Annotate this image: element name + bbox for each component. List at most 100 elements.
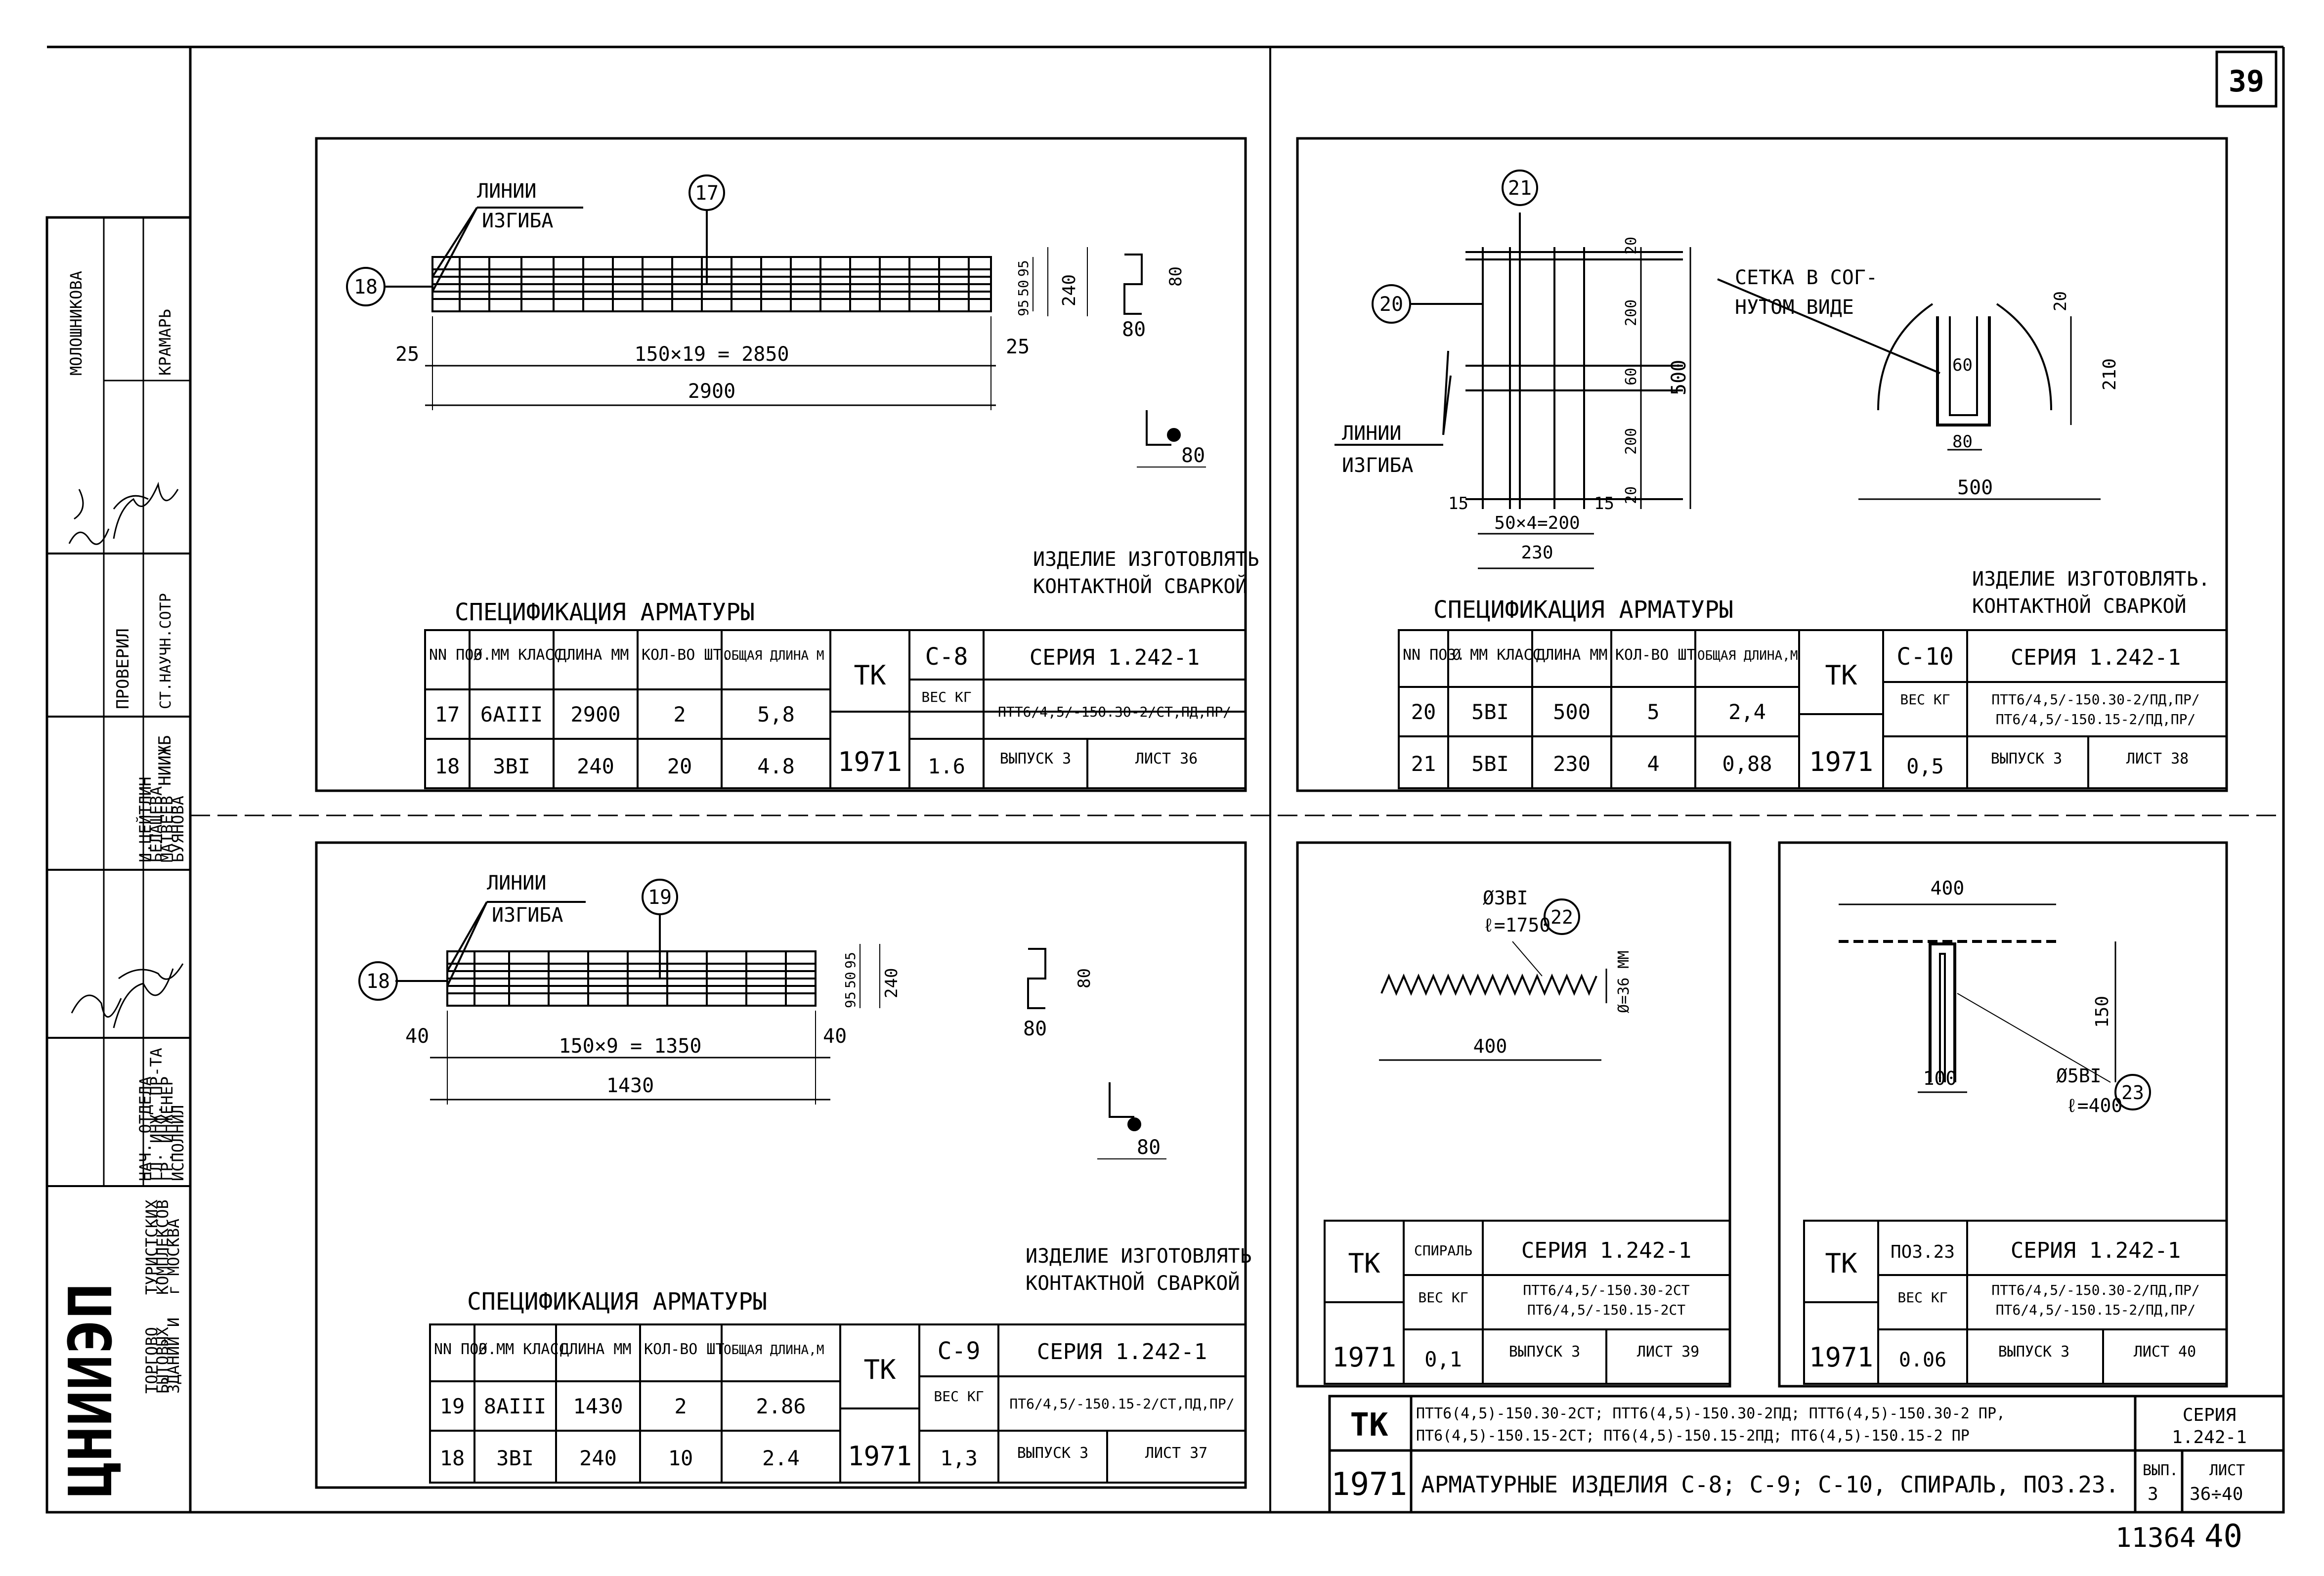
c9-pos19: 19 <box>648 886 672 909</box>
c9-dim-total: 1430 <box>606 1074 654 1097</box>
c9-th-dia: Ø ММ КЛАСС <box>478 1341 568 1358</box>
c8-bar-drawing <box>346 174 1206 468</box>
org-line-5: КОМПЛЕКСОВ <box>153 1199 172 1295</box>
title-tk: ТК <box>1350 1407 1388 1444</box>
c9-dim-right: 40 <box>823 1025 847 1048</box>
c10-spec-table: NN ПОЗ. Ø ММ КЛАСС ДЛИНА ММ КОЛ-ВО ШТ ОБ… <box>1398 629 2228 789</box>
c9-th-len: ДЛИНА ММ <box>560 1341 632 1358</box>
c10-r2-qty: 4 <box>1647 752 1659 776</box>
name-4: БУЯНОВА <box>169 796 187 862</box>
c10-issue: ВЫПУСК 3 <box>1991 750 2063 767</box>
c8-r1-total: 5,8 <box>757 702 795 726</box>
c8-dim-span: 150×19 = 2850 <box>634 343 789 366</box>
c10-mesh-label: СЕТКА В СОГ- <box>1735 266 1878 289</box>
role-3: ГР. ИНЖЕНЕР <box>158 1076 176 1181</box>
c10-r1-pos: 20 <box>1411 700 1436 724</box>
spiral-weight-label: ВЕС КГ <box>1418 1289 1468 1306</box>
c9-r1-len: 1430 <box>573 1394 623 1418</box>
c10-dim-20a: 20 <box>1623 237 1640 255</box>
c9-issue: ВЫПУСК 3 <box>1017 1445 1089 1462</box>
sheet-number: 39 <box>2229 64 2264 99</box>
c9-dim-h80: 80 <box>1075 968 1094 988</box>
check-label: ПРОВЕРИЛ <box>113 628 133 709</box>
check-role: СТ.НАУЧН.СОТР <box>157 593 174 709</box>
org-line-1: ТОРГОВО <box>142 1327 161 1394</box>
role-4: ИСПОЛНИЛ <box>169 1105 187 1181</box>
c10-dim-60: 60 <box>1623 368 1640 385</box>
c8-dim-h2: 50 <box>1015 280 1032 297</box>
panel-c10: 21 20 ЛИНИИ ИЗГИБА СЕТКА В СОГ- НУТОМ ВИ… <box>1296 137 2228 792</box>
title-series-label: СЕРИЯ <box>2183 1405 2236 1425</box>
c8-spec-title: СПЕЦИФИКАЦИЯ АРМАТУРЫ <box>455 598 755 626</box>
c8-dim-left: 25 <box>395 343 419 366</box>
c10-r2-dia: 5ВI <box>1471 752 1509 776</box>
pos23-products-2: ПТ6/4,5/-150.15-2/ПД,ПР/ <box>1996 1302 2196 1318</box>
spiral-table: ТК 1971 СПИРАЛЬ ВЕС КГ 0,1 СЕРИЯ 1.242-1… <box>1324 1220 1731 1385</box>
c10-r1-total: 2,4 <box>1728 700 1766 724</box>
title-year: 1971 <box>1331 1466 1407 1503</box>
c9-weight-label: ВЕС КГ <box>934 1388 984 1405</box>
page-number: 40 <box>2204 1518 2242 1555</box>
panel-c9: ЛИНИИ ИЗГИБА 19 18 150×9 = 1350 1430 40 … <box>315 841 1252 1489</box>
c8-dim-htot: 240 <box>1059 274 1079 306</box>
pos23-w400: 400 <box>1931 877 1965 899</box>
title-sheet-label: ЛИСТ <box>2209 1462 2245 1479</box>
c9-dim-h2: 50 <box>842 972 859 988</box>
pos23-dia: Ø5ВI <box>2056 1065 2102 1087</box>
c9-note-1: ИЗДЕЛИЕ ИЗГОТОВЛЯТЬ <box>1026 1245 1252 1268</box>
panel-spiral: Ø3ВI ℓ=1750 22 Ø=36 ММ 400 ТК 1971 СПИРА… <box>1296 841 1731 1388</box>
c9-dim-h1: 95 <box>842 952 859 969</box>
c9-r1-dia: 8АIII <box>484 1394 546 1418</box>
c9-year: 1971 <box>848 1441 912 1472</box>
c10-dim-500: 500 <box>1668 360 1690 395</box>
c9-pos18: 18 <box>366 970 390 993</box>
c9-dim-w80: 80 <box>1023 1018 1047 1040</box>
org-line-6: г МОСКВА <box>164 1219 183 1295</box>
c10-r1-dia: 5ВI <box>1471 700 1509 724</box>
c10-th-dia: Ø ММ КЛАСС <box>1452 646 1542 664</box>
spiral-width: 400 <box>1473 1035 1507 1057</box>
pos23-pos: 23 <box>2121 1082 2144 1104</box>
c8-th-len: ДЛИНА ММ <box>558 646 629 664</box>
c9-note-2: КОНТАКТНОЙ СВАРКОЙ <box>1026 1271 1240 1295</box>
c8-pos18: 18 <box>354 276 378 298</box>
c9-sheet: ЛИСТ 37 <box>1145 1445 1207 1462</box>
c8-th-total: ОБЩАЯ ДЛИНА М <box>724 648 824 663</box>
c9-r1-qty: 2 <box>674 1394 687 1418</box>
c8-dim-total: 2900 <box>688 380 735 403</box>
c10-dim-r210: 210 <box>2100 358 2120 390</box>
c10-dim-l15: 15 <box>1448 494 1468 513</box>
c10-dim-200b: 200 <box>1623 428 1640 455</box>
c8-pos17: 17 <box>695 182 719 205</box>
c8-spec-table: NN ПОЗ. Ø ММ КЛАСС ДЛИНА ММ КОЛ-ВО ШТ. О… <box>424 629 1247 789</box>
side-stamp: ЦНИИЭП ТОРГОВО БЫТОВЫХ ЗДАНИЙ И ТУРИСТСК… <box>45 216 192 1514</box>
c9-dim-h3: 95 <box>842 991 859 1008</box>
c8-r2-pos: 18 <box>435 754 460 778</box>
spiral-products-2: ПТ6/4,5/-150.15-2СТ <box>1527 1302 1685 1318</box>
c10-dim-20b: 20 <box>1623 486 1640 504</box>
c10-dim-r500: 500 <box>1957 476 1993 499</box>
c8-dim-right: 25 <box>1006 336 1030 358</box>
c8-bend-label: ЛИНИИ <box>477 180 536 203</box>
panel-c8: ЛИНИИ ИЗГИБА 17 18 150×19 = 2850 2900 25… <box>315 137 1259 792</box>
pos23-sheet: ЛИСТ 40 <box>2134 1343 2196 1361</box>
spiral-year: 1971 <box>1332 1342 1396 1373</box>
c8-r1-qty: 2 <box>673 702 686 726</box>
org-line-2: БЫТОВЫХ <box>153 1327 172 1394</box>
c9-spec-title: СПЕЦИФИКАЦИЯ АРМАТУРЫ <box>467 1288 767 1316</box>
c9-tk: ТК <box>863 1354 896 1385</box>
c9-products: ПТ6/4,5/-150.15-2/СТ,ПД,ПР/ <box>1009 1396 1234 1412</box>
c10-weight: 0,5 <box>1906 754 1944 778</box>
signatures <box>68 481 184 1028</box>
c9-th-pos: NN ПОЗ. <box>434 1341 496 1358</box>
c10-note-2: КОНТАКТНОЙ СВАРКОЙ <box>1972 594 2186 618</box>
pos23-h150: 150 <box>2092 996 2112 1028</box>
c8-r2-dia: 3ВI <box>493 754 530 778</box>
spiral-height: Ø=36 ММ <box>1615 951 1633 1013</box>
c8-series: СЕРИЯ 1.242-1 <box>1030 645 1200 670</box>
c8-dim-h1: 95 <box>1015 260 1032 277</box>
c8-r2-len: 240 <box>577 754 614 778</box>
c9-r2-qty: 10 <box>668 1446 693 1470</box>
c9-r1-pos: 19 <box>440 1394 465 1418</box>
c10-dim-r60: 60 <box>1952 355 1973 375</box>
